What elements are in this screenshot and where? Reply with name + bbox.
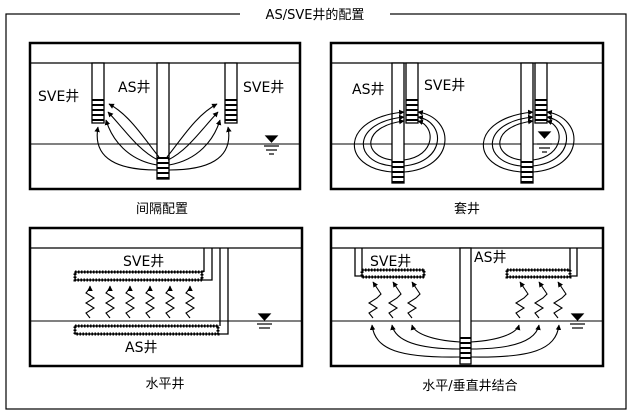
panel-horizontal-vertical-combined: SVE井 AS井 水平/垂直井结合	[329, 226, 605, 394]
sve-well-label: SVE井	[123, 254, 164, 270]
vapor-rise-arrows	[84, 285, 196, 319]
well-screen	[225, 99, 237, 121]
panel-horizontal-wells: SVE井 AS井 水平井	[28, 226, 304, 392]
sve-screen	[406, 99, 418, 121]
panel-caption: 间隔配置	[136, 202, 188, 217]
as-screen	[521, 161, 533, 183]
as-well-label: AS井	[125, 340, 157, 356]
panel-caption: 水平/垂直井结合	[422, 379, 517, 394]
water-table-symbol	[264, 135, 279, 155]
horizontal-sve-well-right	[505, 248, 578, 279]
panel-frame	[329, 41, 605, 191]
vertical-as-well	[459, 247, 472, 365]
nested-well-right	[520, 62, 548, 184]
horizontal-as-well	[73, 248, 229, 336]
panel-caption: 水平井	[145, 377, 184, 392]
panel-frame	[329, 226, 605, 368]
as-well	[156, 62, 170, 180]
horizontal-sve-well	[73, 248, 213, 282]
water-table-symbol	[537, 131, 552, 153]
as-screen	[392, 161, 404, 183]
airflow-arrows	[369, 324, 562, 358]
well-screen	[92, 99, 104, 121]
sve-well-left	[91, 62, 105, 124]
sve-well-label: SVE井	[370, 254, 411, 270]
horizontal-sve-well-left	[354, 248, 426, 279]
sve-well-left-label: SVE井	[38, 89, 79, 105]
airflow-arrows	[94, 103, 232, 171]
water-table-symbol	[257, 313, 272, 329]
panel-caption: 套井	[454, 201, 480, 217]
panel-spaced-configuration: SVE井 AS井 SVE井 间隔配置	[28, 41, 302, 217]
well-screen	[157, 157, 169, 179]
sve-well-right	[224, 62, 238, 124]
airflow-loops	[353, 109, 575, 173]
panel-frame	[28, 41, 302, 191]
sve-well-right-label: SVE井	[243, 80, 284, 96]
sve-well-label: SVE井	[424, 78, 465, 94]
as-well-label: AS井	[352, 82, 384, 98]
vapor-rise-arrows	[367, 281, 567, 319]
nested-well-left	[391, 62, 419, 184]
water-table-symbol	[570, 313, 585, 329]
panel-frame	[28, 226, 304, 368]
as-well-label: AS井	[118, 80, 150, 96]
panel-nested-wells: AS井 SVE井 套井	[329, 41, 605, 217]
sve-screen	[535, 99, 547, 121]
figure-title: AS/SVE井的配置	[266, 7, 365, 23]
well-screen	[460, 337, 471, 359]
as-well-label: AS井	[474, 250, 506, 266]
